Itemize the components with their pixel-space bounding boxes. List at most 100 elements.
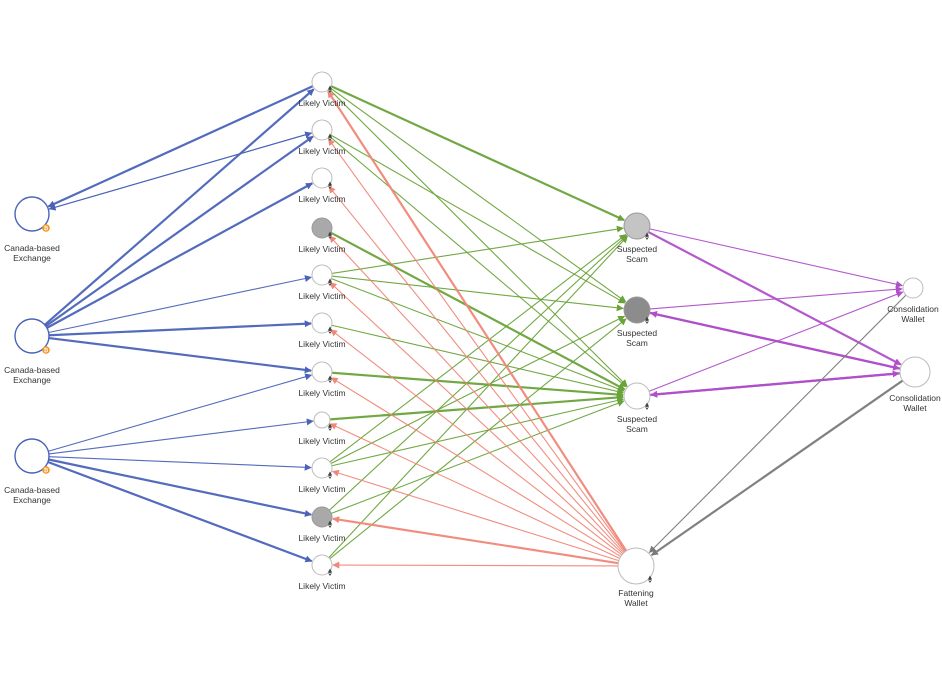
node-label-line: Exchange bbox=[13, 375, 51, 385]
ethereum-icon bbox=[328, 471, 332, 479]
node-label-line: Fattening bbox=[618, 588, 654, 598]
node-label: Likely Victim bbox=[298, 339, 345, 349]
node-label: Likely Victim bbox=[298, 194, 345, 204]
edge-consolidation-to-scam bbox=[650, 372, 901, 398]
victim-node[interactable]: Likely Victim bbox=[298, 167, 346, 204]
victim-node[interactable]: Likely Victim bbox=[298, 217, 346, 254]
ethereum-icon bbox=[328, 520, 332, 528]
node-label-line: Likely Victim bbox=[298, 436, 345, 446]
ethereum-icon bbox=[328, 181, 332, 189]
edge-victim-to-exchange bbox=[48, 132, 313, 211]
edge-victim-to-scam bbox=[330, 85, 625, 222]
edge-victim-to-scam bbox=[331, 324, 625, 395]
ethereum-icon bbox=[645, 232, 649, 240]
edge-exchange-to-victim bbox=[47, 460, 313, 563]
edge-victim-to-scam bbox=[328, 235, 628, 511]
edge-victim-to-scam bbox=[330, 134, 626, 304]
victim-node[interactable]: Likely Victim bbox=[298, 411, 346, 446]
edge-victim-to-scam bbox=[331, 225, 624, 275]
edges-layer bbox=[44, 85, 907, 569]
node-label-line: Scam bbox=[626, 338, 648, 348]
node-label: Likely Victim bbox=[298, 484, 345, 494]
ethereum-icon bbox=[328, 423, 332, 431]
node-label-line: Likely Victim bbox=[298, 291, 345, 301]
victim-node[interactable]: Likely Victim bbox=[298, 71, 346, 108]
edge-victim-to-scam bbox=[329, 234, 627, 463]
victim-node[interactable]: Likely Victim bbox=[298, 119, 346, 156]
edge-fattening-to-victim bbox=[327, 138, 626, 552]
ethereum-icon bbox=[328, 568, 332, 576]
node-label: Likely Victim bbox=[298, 146, 345, 156]
edge-victim-to-scam bbox=[329, 318, 627, 560]
ethereum-icon bbox=[328, 278, 332, 286]
edge-exchange-to-victim bbox=[44, 88, 315, 326]
edge-consolidation-to-fattening bbox=[648, 294, 907, 554]
victim-node[interactable]: Likely Victim bbox=[298, 264, 346, 301]
bitcoin-badge-icon: ₿ bbox=[42, 466, 50, 474]
victim-node[interactable]: Likely Victim bbox=[298, 312, 346, 349]
victim-node[interactable]: Likely Victim bbox=[298, 361, 346, 398]
edge-exchange-to-victim bbox=[46, 182, 313, 329]
node-label-line: Likely Victim bbox=[298, 146, 345, 156]
victim-node[interactable]: Likely Victim bbox=[298, 506, 346, 543]
node-label-line: Likely Victim bbox=[298, 484, 345, 494]
node-label-line: Canada-based bbox=[4, 243, 60, 253]
node-label: Likely Victim bbox=[298, 581, 345, 591]
node-label: Likely Victim bbox=[298, 98, 345, 108]
ethereum-icon bbox=[328, 375, 332, 383]
node-label: Likely Victim bbox=[298, 533, 345, 543]
edge-exchange-to-victim bbox=[48, 418, 314, 455]
edge-exchange-to-victim bbox=[45, 135, 314, 328]
node-label-line: Suspected bbox=[617, 414, 657, 424]
node-label-line: Canada-based bbox=[4, 485, 60, 495]
edge-victim-to-exchange bbox=[47, 85, 314, 208]
node-label-line: Likely Victim bbox=[298, 339, 345, 349]
victim-node[interactable]: Likely Victim bbox=[298, 554, 346, 591]
ethereum-icon bbox=[328, 133, 332, 141]
edge-victim-to-scam bbox=[331, 400, 625, 514]
svg-text:₿: ₿ bbox=[44, 467, 49, 474]
edge-victim-to-scam bbox=[330, 231, 626, 391]
edge-victim-to-scam bbox=[329, 394, 624, 421]
edge-victim-to-scam bbox=[329, 87, 627, 303]
node-label-line: Likely Victim bbox=[298, 581, 345, 591]
node-label-line: Consolidation bbox=[889, 393, 941, 403]
edge-exchange-to-victim bbox=[48, 373, 313, 452]
victim-node[interactable]: Likely Victim bbox=[298, 457, 346, 494]
ethereum-icon bbox=[645, 316, 649, 324]
edge-exchange-to-victim bbox=[48, 320, 312, 337]
edge-consolidation-to-fattening bbox=[650, 379, 904, 557]
node-label-line: Likely Victim bbox=[298, 533, 345, 543]
edge-fattening-to-victim bbox=[331, 469, 619, 562]
ethereum-icon bbox=[328, 326, 332, 334]
edge-exchange-to-victim bbox=[48, 275, 312, 334]
edge-victim-to-scam bbox=[331, 275, 624, 312]
bitcoin-badge-icon: ₿ bbox=[42, 224, 50, 232]
node-label-line: Canada-based bbox=[4, 365, 60, 375]
edge-fattening-to-victim bbox=[329, 423, 620, 559]
edge-exchange-to-victim bbox=[48, 456, 312, 471]
edge-fattening-to-victim bbox=[332, 516, 619, 565]
node-label: Likely Victim bbox=[298, 291, 345, 301]
node-label-line: Likely Victim bbox=[298, 244, 345, 254]
svg-text:₿: ₿ bbox=[44, 225, 49, 232]
edge-scam-to-consolidation bbox=[649, 285, 903, 310]
edge-victim-to-scam bbox=[331, 278, 625, 392]
bitcoin-badge-icon: ₿ bbox=[42, 346, 50, 354]
ethereum-icon bbox=[328, 85, 332, 93]
edge-scam-to-consolidation bbox=[649, 228, 903, 288]
node-label: Likely Victim bbox=[298, 244, 345, 254]
